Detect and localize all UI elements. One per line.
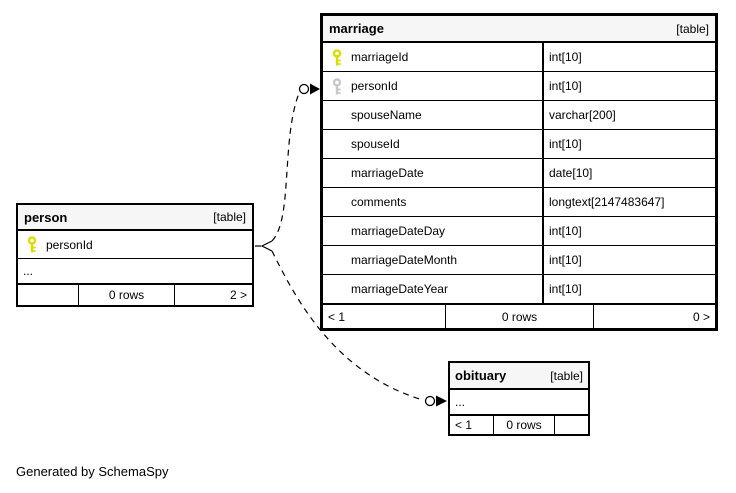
column-name: marriageDate: [351, 166, 424, 180]
column-type: int[10]: [542, 130, 715, 158]
row-count: 0 rows: [493, 416, 554, 434]
column-row-spouseId: spouseId int[10]: [323, 130, 715, 159]
column-row-spouseName: spouseName varchar[200]: [323, 101, 715, 130]
foreign-key-icon: [323, 77, 351, 95]
table-person-footer: 0 rows 2 >: [18, 284, 252, 305]
table-title: person: [24, 209, 68, 225]
column-name: marriageDateYear: [351, 282, 448, 296]
table-title: marriage: [329, 21, 384, 36]
zero-or-one-circle: [424, 395, 436, 407]
table-title: obituary: [455, 368, 507, 383]
child-count: 2 >: [174, 285, 252, 305]
table-obituary-footer: < 1 0 rows: [450, 415, 588, 434]
relationship-person-marriage: [271, 83, 320, 242]
zero-or-one-circle: [298, 83, 310, 95]
column-row-marriageDateYear: marriageDateYear int[10]: [323, 275, 715, 304]
column-row-marriageDateMonth: marriageDateMonth int[10]: [323, 246, 715, 275]
parent-count: < 1: [455, 418, 473, 432]
column-name: marriageDateDay: [351, 224, 446, 238]
relationship-person-obituary: [271, 250, 447, 407]
arrowhead-icon: [436, 395, 447, 407]
parent-count: [18, 285, 78, 305]
column-type: date[10]: [542, 159, 715, 187]
table-marriage: marriage [table] marriageId i: [320, 13, 718, 331]
table-type-badge: [table]: [676, 21, 709, 36]
table-obituary-header[interactable]: obituary [table]: [450, 363, 588, 390]
table-marriage-footer: < 1 0 rows 0 >: [323, 304, 715, 328]
column-name: comments: [351, 195, 407, 209]
crows-foot-icon: [255, 240, 273, 252]
column-type: int[10]: [542, 275, 715, 303]
table-type-badge: [table]: [213, 210, 246, 224]
column-row-marriageId: marriageId int[10]: [323, 43, 715, 72]
column-type: int[10]: [542, 217, 715, 245]
column-type: longtext[2147483647]: [542, 188, 715, 216]
table-type-badge: [table]: [550, 368, 583, 383]
column-row-marriageDateDay: marriageDateDay int[10]: [323, 217, 715, 246]
row-count: 0 rows: [445, 305, 593, 328]
hidden-columns-ellipsis: ...: [18, 259, 252, 284]
column-name: spouseName: [351, 108, 422, 122]
column-row-personId: personId: [18, 231, 252, 259]
column-row-marriageDate: marriageDate date[10]: [323, 159, 715, 188]
column-row-comments: comments longtext[2147483647]: [323, 188, 715, 217]
row-count: 0 rows: [78, 285, 174, 305]
column-name: personId: [46, 237, 93, 252]
column-name: spouseId: [351, 137, 400, 151]
generated-by-note: Generated by SchemaSpy: [16, 464, 169, 479]
column-type: int[10]: [542, 72, 715, 100]
primary-key-icon: [323, 48, 351, 66]
column-type: int[10]: [542, 43, 715, 71]
child-count: [554, 416, 588, 434]
column-type: varchar[200]: [542, 101, 715, 129]
hidden-columns-ellipsis: ...: [450, 390, 588, 415]
child-count: 0 >: [593, 305, 715, 328]
column-name: personId: [351, 79, 398, 93]
table-person: person [table] personId .: [16, 203, 254, 307]
column-row-personId: personId int[10]: [323, 72, 715, 101]
column-type: int[10]: [542, 246, 715, 274]
column-name: marriageDateMonth: [351, 253, 458, 267]
table-marriage-header[interactable]: marriage [table]: [323, 16, 715, 43]
parent-count: < 1: [328, 309, 346, 324]
table-person-header[interactable]: person [table]: [18, 205, 252, 231]
table-obituary: obituary [table] ... < 1 0 rows: [448, 361, 590, 436]
column-name: marriageId: [351, 50, 409, 64]
arrowhead-icon: [310, 83, 320, 95]
primary-key-icon: [18, 236, 46, 253]
